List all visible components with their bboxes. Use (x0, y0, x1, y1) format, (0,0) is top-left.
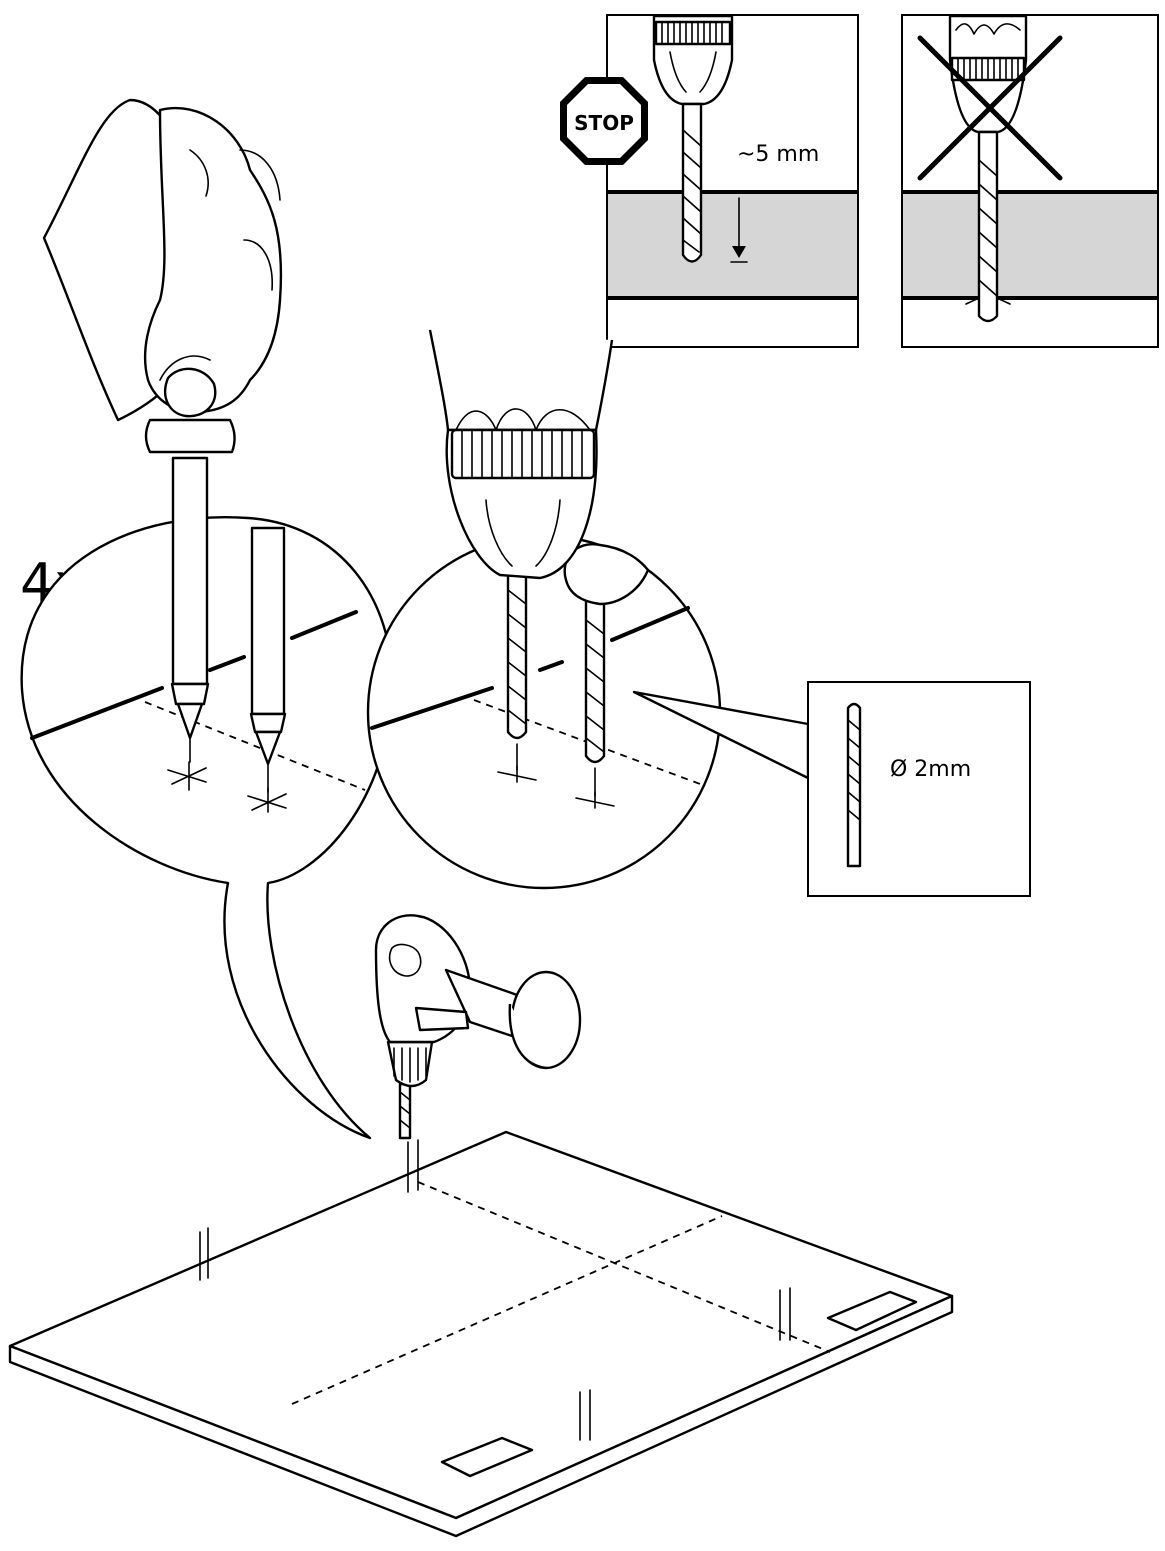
drill-bit (848, 704, 860, 866)
drill-bit (683, 104, 701, 262)
correct-depth-panel: ~5 mm (607, 15, 858, 347)
bit-diameter-label: Ø 2mm (890, 757, 971, 782)
drill-chuck (654, 16, 732, 104)
awl-callout (22, 100, 392, 1138)
depth-label: ~5 mm (737, 142, 819, 167)
stop-sign-label: STOP (574, 111, 634, 135)
board-cross-section (608, 192, 857, 298)
octagon-stop-icon: STOP (560, 77, 648, 165)
drill-callout (368, 536, 720, 888)
hand (44, 100, 281, 452)
incorrect-depth-panel (902, 15, 1158, 347)
drill-icon (376, 915, 580, 1138)
drill-chuck (950, 16, 1026, 132)
bit-size-panel: Ø 2mm (808, 682, 1030, 896)
shelf-board (10, 1132, 952, 1536)
